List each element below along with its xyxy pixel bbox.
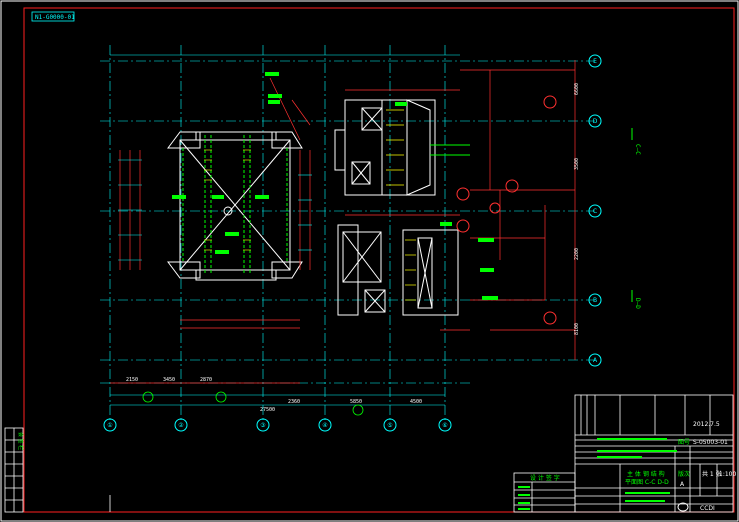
section-mark-cc: C—C	[634, 144, 641, 155]
dim-top-1: 3450	[163, 377, 175, 383]
right-labels	[395, 102, 498, 300]
right-callouts	[456, 95, 557, 325]
left-dims	[119, 77, 311, 329]
sheet-number: S-05003-01	[693, 439, 728, 446]
row-axis-label-e: E	[593, 58, 597, 65]
top-dim-lines	[110, 54, 460, 406]
dim-right-0: 6600	[574, 83, 580, 95]
col-axis-label-1: ①	[107, 422, 112, 429]
drawing-border	[23, 7, 735, 513]
row-axis-label-a: A	[593, 357, 598, 364]
dim-bottom-total: 27500	[260, 407, 275, 413]
revision: A	[680, 481, 685, 488]
left-signature-strip	[4, 427, 24, 513]
col-axis-bubbles	[103, 418, 452, 432]
dim-top-4: 5850	[350, 399, 362, 405]
right-structure-lower	[337, 224, 459, 316]
title-line-2: 平面图 C-C D-D	[625, 479, 669, 486]
dim-top-3: 2360	[288, 399, 300, 405]
dim-right-1: 3500	[574, 158, 580, 170]
left-hatch	[204, 149, 251, 251]
drawing-no-label: 图号	[678, 439, 690, 446]
dim-right-2: 2200	[574, 248, 580, 260]
drawing-date: 2012.7.5	[693, 421, 720, 428]
grid-lines	[100, 45, 595, 420]
left-labels	[172, 72, 282, 254]
col-axis-label-3: ③	[260, 422, 265, 429]
left-strip-label: 会 签 栏	[17, 432, 24, 450]
right-dims	[345, 60, 576, 360]
company-name: CCDI	[700, 505, 715, 512]
company-logo	[677, 502, 689, 512]
title-line-1: 主 体 钢 结 构	[627, 470, 665, 478]
row-axis-label-b: B	[593, 297, 597, 304]
right-structure-lower-hatch	[405, 239, 416, 301]
col-axis-label-6: ⑥	[442, 422, 447, 429]
dim-top-0: 2150	[126, 377, 138, 383]
stamp-box-frame	[513, 472, 576, 513]
scale: 1:100	[719, 471, 736, 478]
drawing-code-box	[31, 11, 75, 22]
revision-label: 版次	[678, 470, 690, 478]
section-mark-dd: D—D	[634, 298, 641, 309]
dim-right-3: 8100	[574, 323, 580, 335]
drawing-code: N1-G0000-01	[35, 14, 75, 21]
left-structure	[167, 131, 303, 281]
left-dim-ticks	[118, 159, 312, 261]
dim-top-5: 4500	[410, 399, 422, 405]
row-axis-label-d: D	[593, 118, 598, 125]
col-axis-label-5: ⑤	[387, 422, 392, 429]
row-axis-bubbles	[588, 54, 602, 367]
secondary-bubbles	[142, 391, 364, 416]
dim-top-2: 2870	[200, 377, 212, 383]
col-axis-label-4: ④	[322, 422, 327, 429]
title-block-frame	[574, 394, 734, 513]
right-structure-upper	[334, 99, 470, 196]
stamp-box-title: 设 计 签 字	[530, 474, 560, 482]
row-axis-label-c: C	[593, 208, 597, 215]
title-block-text-lines	[518, 438, 677, 510]
right-structure-upper-hatch	[386, 109, 404, 186]
sheet-count: 共 1 张	[702, 470, 722, 478]
col-axis-label-2: ②	[178, 422, 184, 429]
left-columns	[182, 135, 288, 275]
